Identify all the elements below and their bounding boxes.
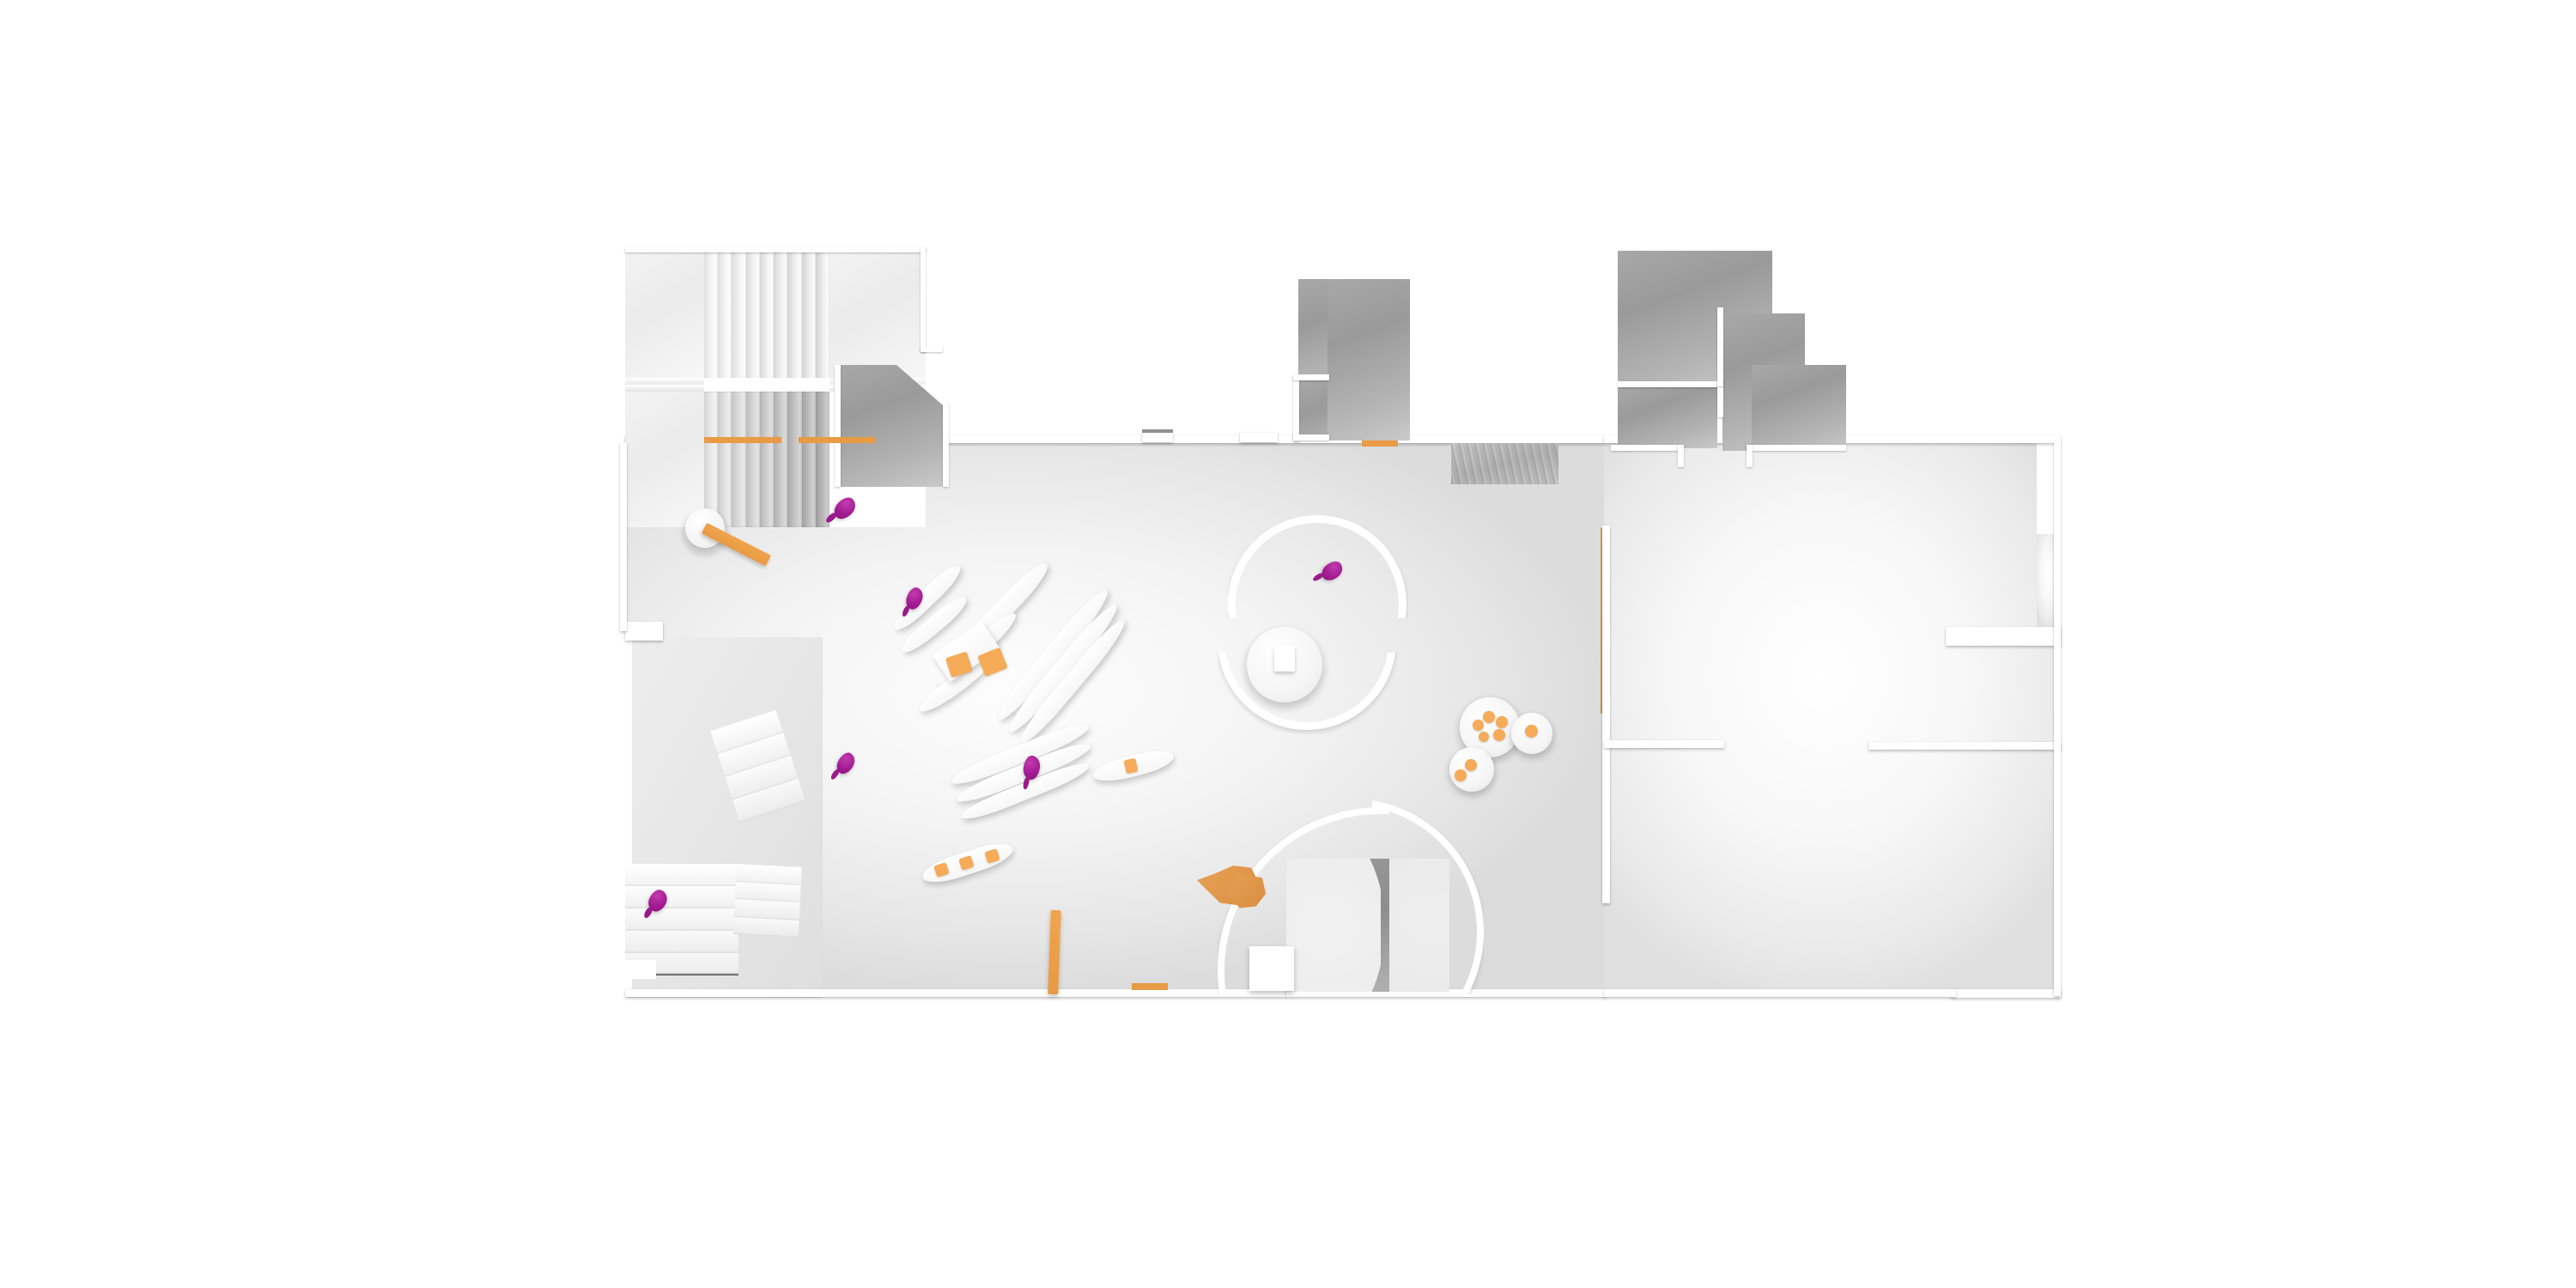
main-hall-west-wall bbox=[620, 442, 627, 631]
office-east-divider-2 bbox=[1611, 445, 1683, 451]
service-room-top bbox=[829, 251, 926, 378]
right-hall-south-step bbox=[1951, 989, 2061, 998]
stool-s1[interactable] bbox=[1465, 759, 1477, 771]
stool-s2[interactable] bbox=[1455, 769, 1467, 781]
orange-wall-strip-2 bbox=[799, 437, 876, 443]
office-north-base bbox=[1293, 434, 1329, 440]
right-hall-partition-left bbox=[1604, 740, 1724, 748]
landing-stair-bottom-cap bbox=[625, 960, 656, 979]
office-north-sill bbox=[1293, 374, 1329, 380]
cushion-3[interactable] bbox=[1123, 757, 1139, 775]
reception-counter[interactable] bbox=[1274, 646, 1295, 671]
hall-left-wall-notch bbox=[625, 622, 663, 641]
wall-service-return bbox=[920, 347, 943, 352]
office-east-divider-1 bbox=[1618, 381, 1722, 387]
shadow-wedge-mask-left bbox=[1286, 859, 1381, 992]
orange-wall-strip-3 bbox=[1362, 440, 1398, 447]
hall-left-wall bbox=[625, 635, 632, 996]
stair-room-upper-left bbox=[625, 251, 704, 378]
door-gap-north-1 bbox=[1142, 429, 1173, 434]
landing-strip-left bbox=[625, 378, 704, 392]
stair-room-lower-left bbox=[625, 392, 704, 527]
orange-floor-threshold bbox=[1132, 983, 1168, 990]
right-hall-south-wall bbox=[1604, 989, 1956, 997]
stool-l5[interactable] bbox=[1479, 732, 1489, 742]
office-east-divider-3v bbox=[1747, 445, 1753, 467]
right-hall-floor bbox=[1604, 442, 2059, 996]
utility-room-west-wall bbox=[835, 365, 841, 487]
door-jamb-north-2 bbox=[1240, 433, 1278, 442]
office-north-b2 bbox=[1327, 279, 1410, 440]
utility-room-angled bbox=[840, 365, 943, 487]
main-hall-north-wall bbox=[625, 435, 1604, 443]
office-east-divider-2v bbox=[1678, 445, 1684, 467]
office-east-d bbox=[1752, 365, 1846, 451]
stool-l2[interactable] bbox=[1483, 711, 1495, 723]
right-hall-east-wall bbox=[2054, 442, 2061, 996]
landing-stair-bottom bbox=[625, 864, 738, 975]
office-east-divider-1v bbox=[1717, 381, 1723, 417]
right-hall-partition-right bbox=[1868, 742, 2061, 750]
door-jamb-north-1 bbox=[1142, 433, 1173, 442]
stool-l3[interactable] bbox=[1496, 716, 1508, 728]
arc-partition-right-mask bbox=[1372, 799, 1484, 994]
office-east-step-wall bbox=[1717, 307, 1723, 386]
wall-top-left-vert bbox=[920, 247, 926, 352]
orange-wall-strip-1 bbox=[704, 437, 781, 443]
office-east-b bbox=[1618, 386, 1717, 448]
curved-stair-lower-left-2 bbox=[732, 864, 802, 938]
straight-stair-upper bbox=[704, 251, 829, 378]
stool-m1[interactable] bbox=[1525, 725, 1538, 738]
stool-l1[interactable] bbox=[1473, 720, 1484, 731]
stair-landing-white bbox=[704, 378, 829, 392]
utility-room-east-wall bbox=[943, 404, 949, 487]
arc-partition-upper bbox=[1228, 515, 1406, 618]
white-pillar bbox=[1249, 946, 1294, 991]
right-hall-center-wall bbox=[1602, 526, 1610, 903]
right-hall-niche-wall bbox=[1946, 627, 2061, 646]
straight-stair-lower bbox=[704, 392, 829, 527]
shadow-wedge-mask-right bbox=[1389, 859, 1449, 992]
main-hall-south-wall bbox=[625, 989, 1286, 997]
arc-partition-upper-mask bbox=[1228, 515, 1408, 618]
wall-top-left-edge bbox=[625, 247, 926, 252]
office-east-divider-3 bbox=[1747, 445, 1846, 451]
stool-l4[interactable] bbox=[1493, 729, 1505, 741]
office-north-west-wall bbox=[1293, 374, 1299, 441]
stone-texture-panel bbox=[1451, 443, 1558, 484]
arc-partition-lower-mask bbox=[1218, 653, 1398, 734]
